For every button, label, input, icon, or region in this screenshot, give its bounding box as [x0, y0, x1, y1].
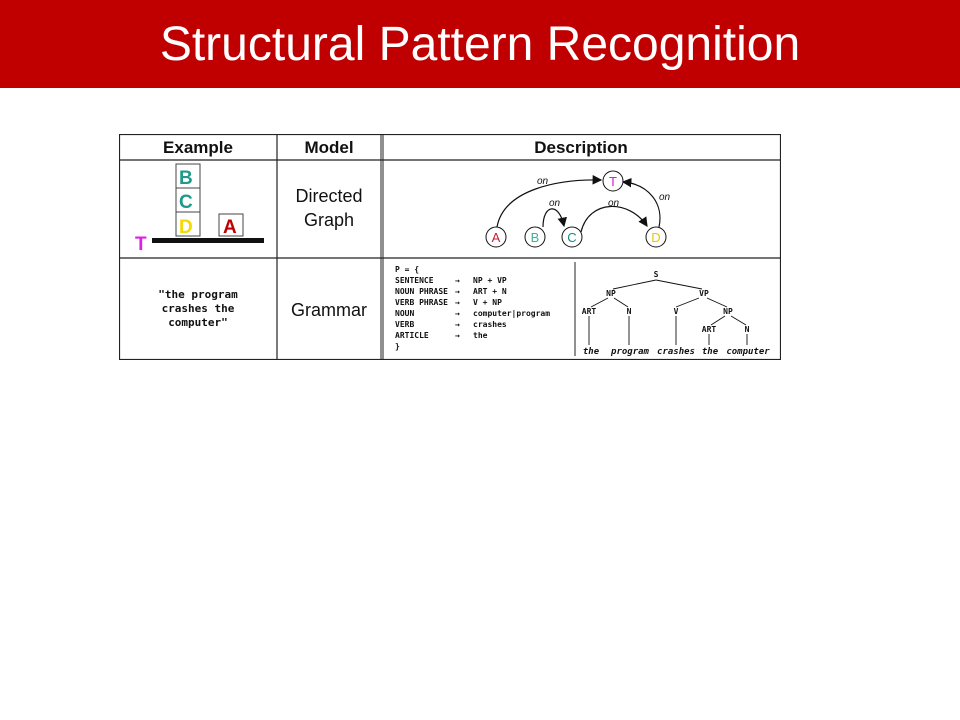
grammar-lhs-6: ARTICLE	[395, 331, 429, 340]
node-t-label: T	[609, 174, 617, 189]
node-d	[645, 226, 667, 248]
block-c-label: C	[179, 192, 193, 213]
node-c	[561, 226, 583, 248]
model-graph: Graph	[304, 210, 354, 230]
parse-tree	[588, 279, 748, 345]
tree-edge-s-vp	[655, 279, 703, 290]
block-a-box	[218, 213, 244, 237]
tree-word-program: program	[610, 347, 650, 357]
grammar-lhs-3: VERB PHRASE	[395, 298, 448, 307]
example-sentence-line1: "the program	[158, 288, 238, 301]
header-example: Example	[163, 138, 233, 157]
edge-a-t	[496, 175, 603, 228]
table-grid	[119, 134, 781, 360]
model-grammar: Grammar	[291, 300, 367, 320]
node-a-label: A	[492, 230, 501, 245]
pattern-table-svg: Example Model Description B C D A T Dire…	[119, 134, 781, 360]
grammar-rhs-4: computer|program	[473, 309, 550, 318]
grammar-lhs-1: SENTENCE	[395, 276, 434, 285]
node-a	[485, 226, 507, 248]
tree-edge-np-n	[613, 297, 629, 308]
tree-node-v: V	[674, 307, 679, 316]
edge-d-t	[621, 177, 661, 228]
tree-node-art2: ART	[702, 325, 717, 334]
node-b-label: B	[531, 230, 540, 245]
edge-label-b-c: on	[549, 198, 561, 209]
grammar-lhs-2: NOUN PHRASE	[395, 287, 448, 296]
tree-edge-vp-np	[706, 297, 728, 308]
example-sentence-line2: crashes the	[162, 302, 235, 315]
grammar-rhs-3: V + NP	[473, 298, 502, 307]
grammar-rules: P = { SENTENCE → NP + VP NOUN PHRASE → A…	[395, 265, 550, 351]
tree-edge-s-np	[612, 279, 657, 290]
edge-label-a-t: on	[537, 176, 549, 187]
tree-word-the-2: the	[702, 347, 719, 357]
grammar-rhs-5: crashes	[473, 320, 507, 329]
blocks-world-illustration: B C D A T	[135, 163, 264, 255]
table-label-t: T	[135, 234, 147, 255]
tree-word-the: the	[583, 347, 600, 357]
grammar-arrow-4: →	[455, 309, 460, 318]
tree-edge-vp-v	[675, 297, 700, 308]
tree-edge-np2-art	[710, 315, 726, 326]
tree-edge-np-art	[590, 297, 609, 308]
grammar-arrow-6: →	[455, 331, 460, 340]
example-sentence-line3: computer"	[168, 316, 228, 329]
tree-node-n: N	[627, 307, 632, 316]
edge-c-d	[580, 205, 648, 233]
node-d-label: D	[651, 230, 660, 245]
grammar-arrow-2: →	[455, 287, 460, 296]
tree-node-s: S	[654, 270, 659, 279]
node-t	[602, 170, 624, 192]
header-model: Model	[304, 138, 353, 157]
edge-b-c	[542, 208, 567, 228]
tree-node-vp: VP	[699, 289, 709, 298]
edge-label-d-t: on	[659, 192, 671, 203]
table-surface	[152, 238, 264, 243]
model-directed: Directed	[295, 186, 362, 206]
block-c-box	[175, 187, 201, 213]
block-a-label: A	[223, 217, 237, 238]
slide-title: Structural Pattern Recognition	[159, 18, 801, 71]
tree-node-np2: NP	[723, 307, 733, 316]
grammar-lhs-7: }	[395, 342, 400, 351]
grammar-arrow-1: →	[455, 276, 460, 285]
tree-node-n2: N	[745, 325, 750, 334]
grammar-lhs-0: P = {	[395, 265, 419, 274]
block-d-label: D	[179, 217, 193, 238]
tree-node-np: NP	[606, 289, 616, 298]
grammar-rhs-1: NP + VP	[473, 276, 507, 285]
grammar-arrow-3: →	[455, 298, 460, 307]
directed-graph: on on on on A B C D T	[485, 170, 671, 248]
tree-node-art: ART	[582, 307, 597, 316]
tree-word-computer: computer	[726, 347, 770, 357]
tree-word-crashes: crashes	[657, 347, 695, 357]
grammar-lhs-5: VERB	[395, 320, 414, 329]
header-description: Description	[534, 138, 628, 157]
tree-edge-np2-n	[730, 315, 747, 326]
edge-label-c-d: on	[608, 198, 620, 209]
pattern-table: Example Model Description B C D A T Dire…	[119, 134, 781, 360]
node-c-label: C	[567, 230, 576, 245]
block-b-label: B	[179, 168, 193, 189]
block-d-box	[175, 211, 201, 237]
node-b	[524, 226, 546, 248]
grammar-rhs-2: ART + N	[473, 287, 507, 296]
grammar-arrow-5: →	[455, 320, 460, 329]
title-bar	[0, 0, 960, 88]
grammar-lhs-4: NOUN	[395, 309, 414, 318]
grammar-rhs-6: the	[473, 331, 488, 340]
